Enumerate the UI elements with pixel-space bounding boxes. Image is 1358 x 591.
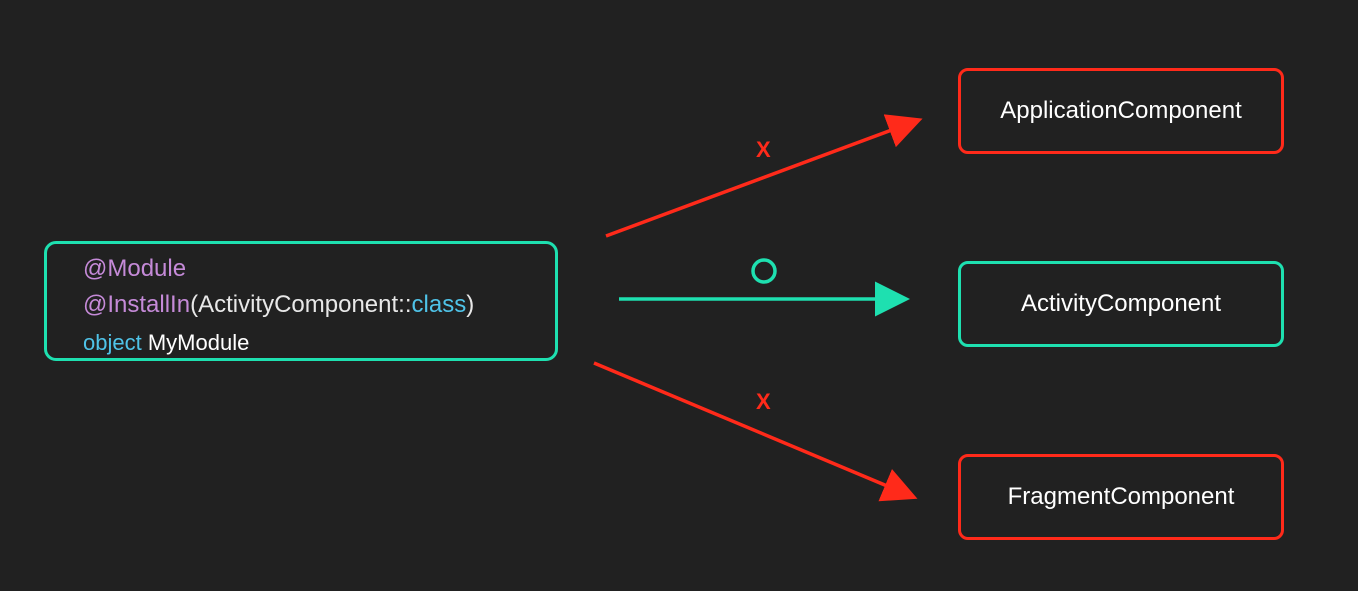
denied-mark-fragment: X bbox=[756, 389, 771, 414]
denied-mark-application: X bbox=[756, 137, 771, 162]
paren-close: ) bbox=[466, 291, 475, 318]
application-component-label: ApplicationComponent bbox=[1000, 97, 1242, 124]
module-code-box: @Module @InstallIn(ActivityComponent::cl… bbox=[44, 241, 558, 361]
class-keyword: class bbox=[411, 291, 467, 318]
installin-annotation: @InstallIn bbox=[83, 291, 191, 318]
code-line-object: object MyModule bbox=[83, 330, 249, 356]
paren-open: ( bbox=[190, 291, 199, 318]
code-line-installin: @InstallIn(ActivityComponent::class) bbox=[83, 291, 474, 319]
activity-component-label: ActivityComponent bbox=[1020, 290, 1222, 317]
arrow-to-application-component bbox=[605, 114, 923, 238]
double-colon: :: bbox=[398, 291, 412, 318]
code-line-module-annotation: @Module bbox=[83, 255, 186, 283]
activity-component-box: ActivityComponent bbox=[958, 261, 1284, 347]
fragment-component-box: FragmentComponent bbox=[958, 454, 1284, 540]
allowed-circle-icon bbox=[751, 258, 777, 284]
arrow-to-fragment-component bbox=[593, 361, 918, 502]
object-name: MyModule bbox=[147, 330, 250, 355]
application-component-box: ApplicationComponent bbox=[958, 68, 1284, 154]
component-reference: ActivityComponent bbox=[198, 291, 399, 318]
fragment-component-label: FragmentComponent bbox=[1007, 483, 1235, 510]
module-annotation: @Module bbox=[83, 255, 187, 282]
object-keyword: object bbox=[83, 330, 142, 355]
